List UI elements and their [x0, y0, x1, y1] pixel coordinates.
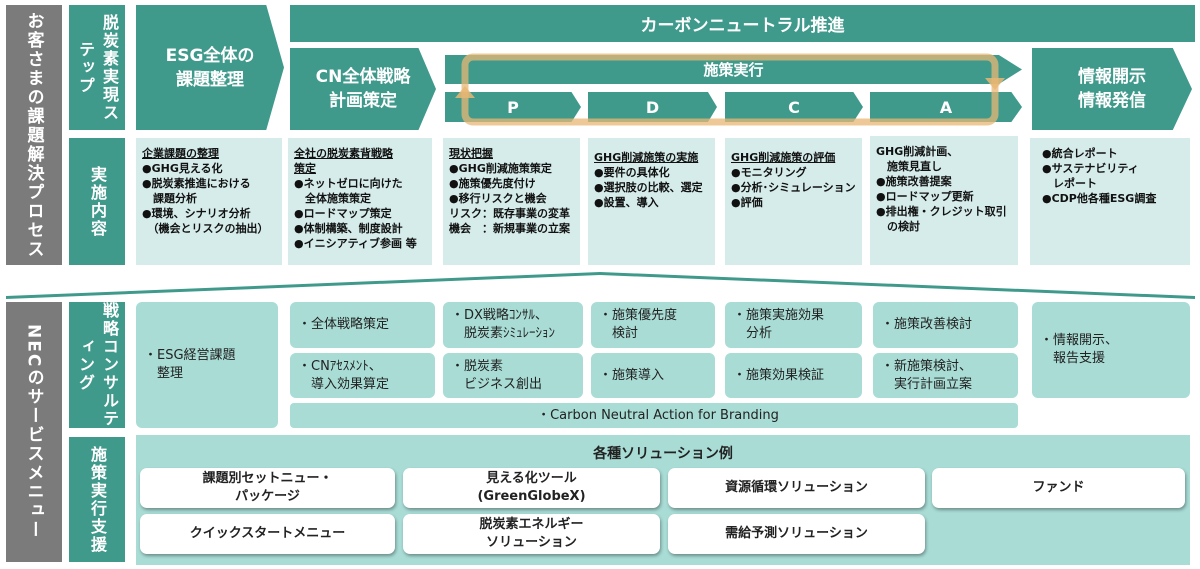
service-item: ・新施策検討、 実行計画立案	[873, 353, 1018, 398]
service-esg-issues: ・ESG経営課題 整理	[136, 302, 278, 428]
support-label: 施策実行支援	[69, 437, 125, 562]
solution-item: 需給予測ソリューション	[668, 514, 925, 554]
content-label: 実施内容	[69, 138, 125, 265]
stage-disclosure: 情報開示 情報発信	[1032, 48, 1192, 130]
detail-body: ●統合レポート ●サステナビリティ レポート ●CDP他各種ESG調査	[1042, 147, 1157, 205]
carbon-neutral-banner: カーボンニュートラル推進	[290, 5, 1195, 42]
detail-body: ●ネットゼロに向けた 全体施策策定 ●ロードマップ策定 ●体制構築、制度設計 ●…	[294, 177, 417, 250]
solution-item: 見える化ツール (GreenGlobeX)	[403, 468, 660, 508]
service-item: ・脱炭素 ビジネス創出	[443, 353, 583, 398]
detail-heading: GHG削減施策の評価	[731, 151, 836, 164]
service-item: ・施策効果検証	[725, 353, 862, 398]
service-item: ・DX戦略ｺﾝｻﾙ、 脱炭素ｼﾐｭﾚｰｼｮﾝ	[443, 302, 583, 348]
detail-heading: GHG削減施策の実施	[594, 151, 699, 164]
detail-box-6: GHG削減計画、 施策見直し ●施策改善提案 ●ロードマップ更新 ●排出権・クレ…	[870, 136, 1018, 265]
step-label: 脱炭素実現ステップ	[69, 5, 125, 130]
solution-item: 資源循環ソリューション	[668, 468, 925, 508]
solution-item: クイックスタートメニュー	[140, 514, 395, 554]
service-item: ・施策優先度 検討	[591, 302, 715, 348]
solution-item: 課題別セットニュー・ パッケージ	[140, 468, 395, 508]
pdca-c: C	[725, 92, 863, 122]
detail-heading: 全社の脱炭素背戦略 策定	[294, 147, 393, 175]
service-item: ・全体戦略策定	[290, 302, 435, 348]
detail-box-5: GHG削減施策の評価 ●モニタリング ●分析･シミュレーション ●評価	[725, 138, 862, 265]
solution-item: 脱炭素エネルギー ソリューション	[403, 514, 660, 554]
detail-box-2: 全社の脱炭素背戦略 策定●ネットゼロに向けた 全体施策策定 ●ロードマップ策定 …	[288, 138, 432, 265]
detail-body: ●GHG見える化 ●脱炭素推進における 課題分析 ●環境、シナリオ分析 （機会と…	[142, 162, 269, 235]
detail-box-7: ●統合レポート ●サステナビリティ レポート ●CDP他各種ESG調査	[1030, 138, 1190, 265]
service-disclosure: ・情報開示、 報告支援	[1032, 302, 1190, 398]
detail-box-4: GHG削減施策の実施 ●要件の具体化 ●選択肢の比較、選定 ●設置、導入	[588, 138, 715, 265]
pdca-d: D	[588, 92, 717, 122]
solutions-title: 各種ソリューション例	[593, 446, 733, 462]
stage-esg-issues: ESG全体の 課題整理	[136, 5, 284, 130]
service-item: ・CNｱｾｽﾒﾝﾄ、 導入効果算定	[290, 353, 435, 398]
service-item: ・施策改善検討	[873, 302, 1018, 348]
pdca-cycle-loop-icon	[455, 53, 1005, 126]
detail-heading: 現状把握	[449, 147, 493, 160]
detail-body: ●要件の具体化 ●選択肢の比較、選定 ●設置、導入	[594, 166, 703, 209]
detail-body: ●GHG削減施策策定 ●施策優先度付け ●移行リスクと機会 リスク：既存事業の変…	[449, 162, 570, 235]
service-branding: ・Carbon Neutral Action for Branding	[290, 403, 1018, 428]
stage-cn-strategy: CN全体戦略 計画策定	[290, 48, 436, 130]
service-item: ・施策実施効果 分析	[725, 302, 862, 348]
nec-services-label: NECのサービスメニュー	[6, 302, 62, 562]
service-item: ・施策導入	[591, 353, 715, 398]
section-divider	[6, 272, 1195, 299]
detail-heading: 企業課題の整理	[142, 147, 219, 160]
detail-box-1: 企業課題の整理 ●GHG見える化 ●脱炭素推進における 課題分析 ●環境、シナリオ…	[136, 138, 282, 265]
solution-item: ファンド	[932, 468, 1185, 508]
detail-body: ●モニタリング ●分析･シミュレーション ●評価	[731, 166, 856, 209]
consulting-label: 戦略コンサルティング	[69, 302, 125, 428]
customer-process-label: お客さまの課題解決プロセス	[6, 5, 62, 265]
detail-body: GHG削減計画、 施策見直し ●施策改善提案 ●ロードマップ更新 ●排出権・クレ…	[876, 145, 1007, 233]
detail-box-3: 現状把握 ●GHG削減施策策定 ●施策優先度付け ●移行リスクと機会 リスク：既存…	[443, 138, 580, 265]
